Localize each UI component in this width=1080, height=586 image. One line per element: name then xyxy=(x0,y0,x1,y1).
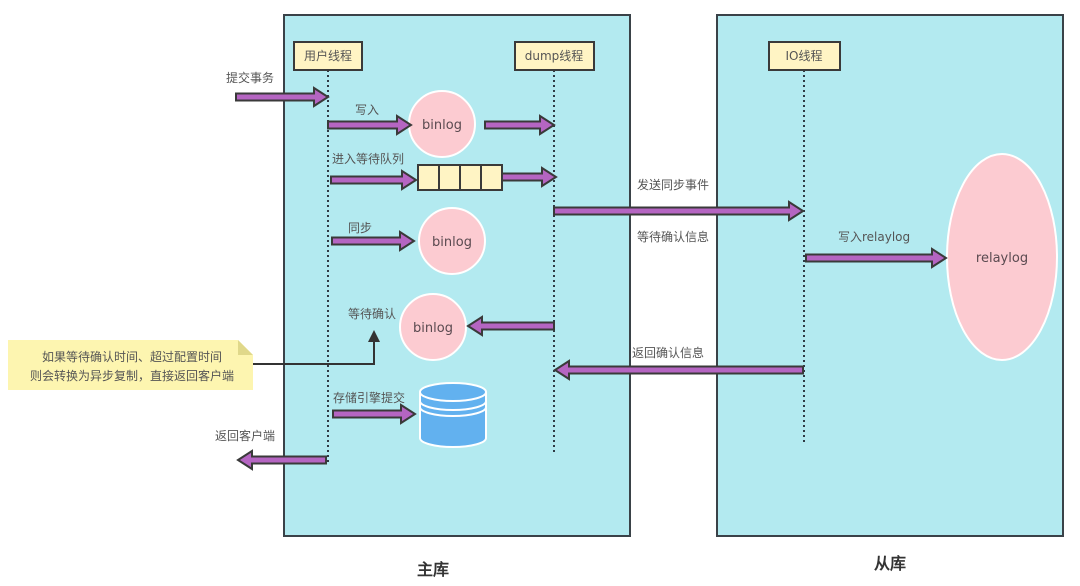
arrow-send-event xyxy=(553,200,805,222)
dump-thread-box: dump线程 xyxy=(514,41,595,71)
note-line-2: 则会转换为异步复制，直接返回客户端 xyxy=(30,368,234,383)
slave-title: 从库 xyxy=(874,554,906,573)
user-thread-label: 用户线程 xyxy=(304,48,352,63)
label-write-relaylog: 写入relaylog xyxy=(838,230,910,244)
channel-background xyxy=(630,15,717,536)
note-connector xyxy=(253,330,380,365)
queue-slot xyxy=(459,164,482,191)
label-enter-queue: 进入等待队列 xyxy=(332,151,404,166)
label-engine-commit: 存储引擎提交 xyxy=(333,390,405,405)
label-sync: 同步 xyxy=(348,221,372,235)
queue-slot xyxy=(480,164,503,191)
connector-arrowhead-icon xyxy=(368,330,380,342)
dump-thread-label: dump线程 xyxy=(525,48,584,63)
timeout-note: 如果等待确认时间、超过配置时间 则会转换为异步复制，直接返回客户端 xyxy=(8,340,253,390)
io-thread-label: IO线程 xyxy=(786,48,823,63)
binlog-write-node: binlog xyxy=(408,90,476,158)
database-icon xyxy=(419,382,487,448)
label-send-event: 发送同步事件 xyxy=(637,177,709,192)
note-fold-corner xyxy=(238,340,253,355)
queue-slot xyxy=(417,164,440,191)
arrow-enter-queue xyxy=(330,169,418,191)
arrow-return-ack xyxy=(553,359,804,381)
label-submit-tx: 提交事务 xyxy=(226,70,274,85)
arrow-write-relaylog xyxy=(805,247,948,269)
label-wait-ack-info: 等待确认信息 xyxy=(637,229,709,244)
binlog-ack-label: binlog xyxy=(413,321,453,336)
binlog-sync-label: binlog xyxy=(432,235,472,250)
arrow-write-binlog xyxy=(327,114,413,136)
arrow-queue-to-dump xyxy=(501,166,558,188)
binlog-sync-node: binlog xyxy=(418,207,486,275)
queue-slot xyxy=(438,164,461,191)
wait-queue xyxy=(417,164,503,191)
label-return-ack-info: 返回确认信息 xyxy=(632,345,704,360)
label-wait-ack: 等待确认 xyxy=(348,307,396,321)
arrow-binlog-to-dump xyxy=(484,114,556,136)
master-container xyxy=(283,14,631,537)
binlog-ack-node: binlog xyxy=(399,293,467,361)
relaylog-label: relaylog xyxy=(976,251,1028,266)
binlog-write-label: binlog xyxy=(422,118,462,133)
user-thread-box: 用户线程 xyxy=(293,41,363,71)
io-thread-box: IO线程 xyxy=(768,41,841,71)
label-return-client: 返回客户端 xyxy=(215,428,275,443)
arrow-submit-tx xyxy=(235,86,330,108)
relaylog-node: relaylog xyxy=(946,153,1058,361)
label-write: 写入 xyxy=(355,103,379,117)
arrow-sync xyxy=(331,230,416,252)
note-line-1: 如果等待确认时间、超过配置时间 xyxy=(42,349,222,364)
master-title: 主库 xyxy=(417,560,449,579)
arrow-engine-commit xyxy=(332,403,417,425)
arrow-return-client xyxy=(236,449,327,471)
arrow-dump-to-binlog-ack xyxy=(466,315,555,337)
